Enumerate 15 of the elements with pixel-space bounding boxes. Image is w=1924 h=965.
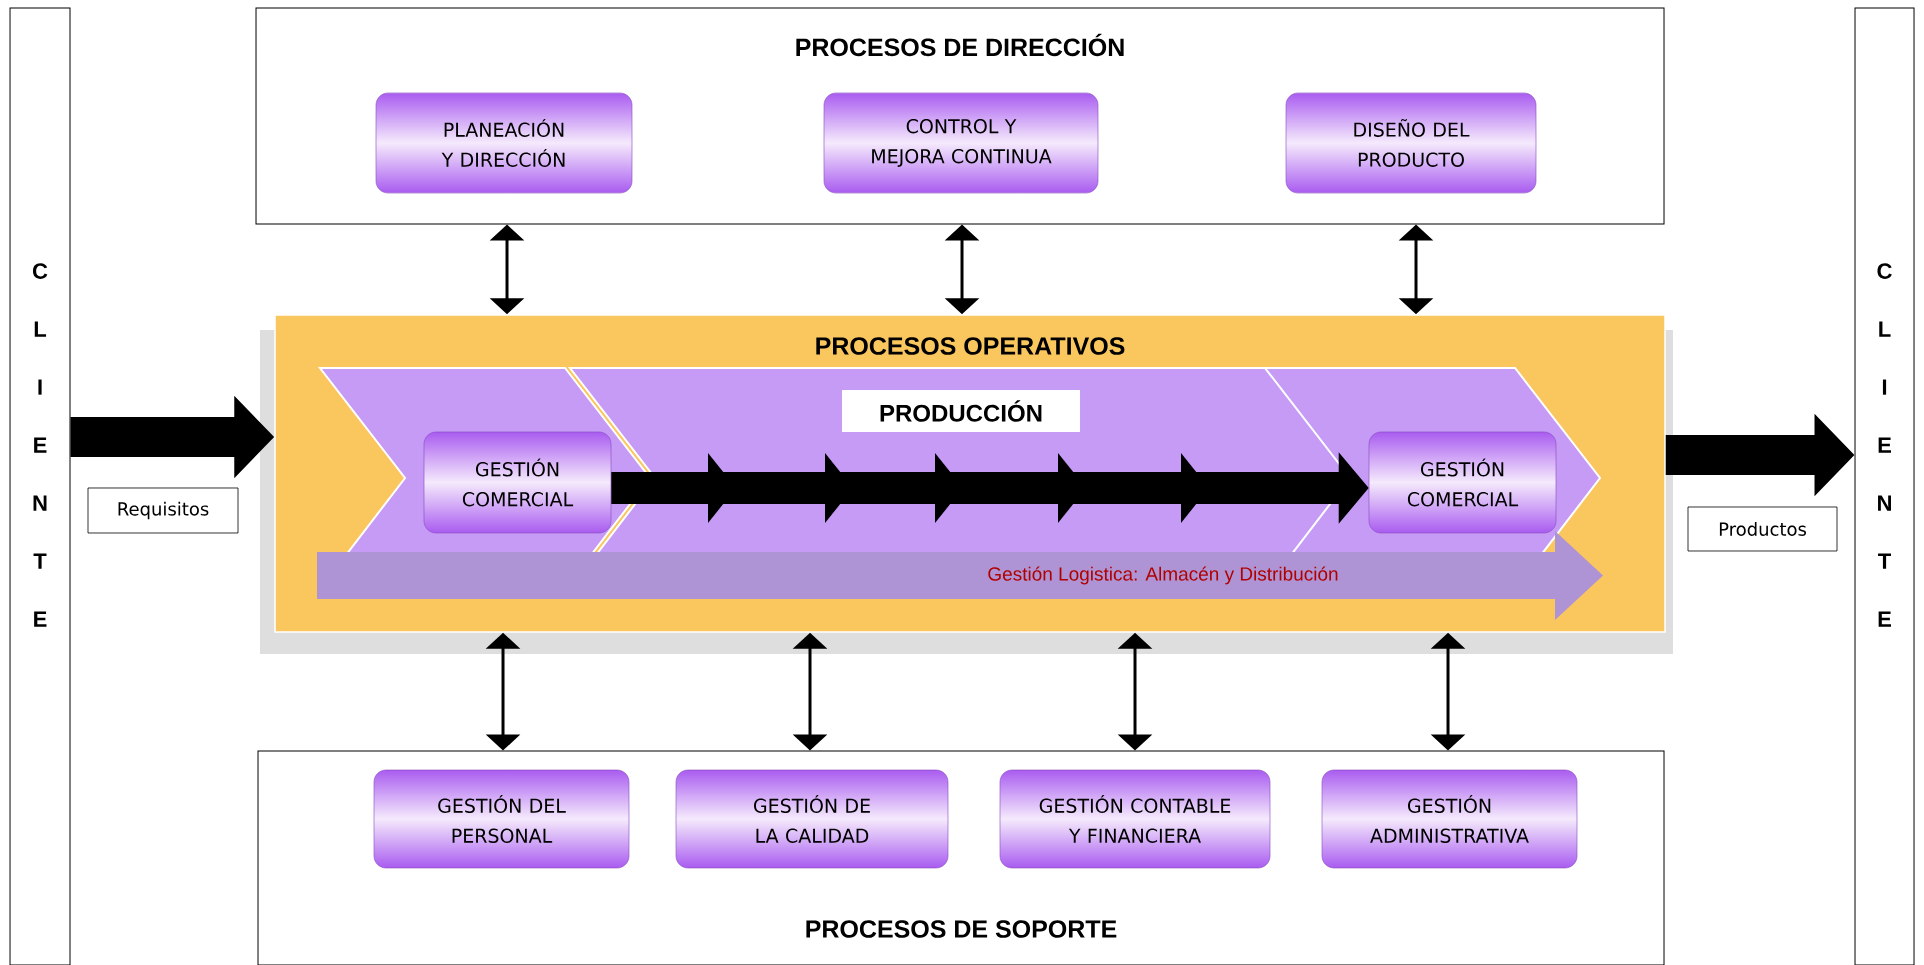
text-box: Productos	[1687, 506, 1838, 552]
process-box: GESTIÓN COMERCIAL	[423, 431, 612, 534]
process-box: CONTROL Y MEJORA CONTINUA	[823, 92, 1099, 194]
process-box: PLANEACIÓN Y DIRECCIÓN	[375, 92, 633, 194]
process-box: GESTIÓN COMERCIAL	[1368, 431, 1557, 534]
logistics-arrow-band: Gestión Logistica: Almacén y Distribución	[317, 531, 1603, 620]
process-box: GESTIÓN DEL PERSONAL	[373, 769, 630, 869]
process-box: GESTIÓN ADMINISTRATIVA	[1321, 769, 1578, 869]
process-box: DISEÑO DEL PRODUCTO	[1285, 92, 1537, 194]
process-box: GESTIÓN CONTABLE Y FINANCIERA	[999, 769, 1271, 869]
text-box: Requisitos	[87, 487, 239, 534]
client-band: C L I E N T E	[9, 7, 71, 965]
process-box: GESTIÓN DE LA CALIDAD	[675, 769, 949, 869]
client-band: C L I E N T E	[1854, 7, 1915, 965]
section-label: PRODUCCIÓN	[842, 390, 1080, 432]
